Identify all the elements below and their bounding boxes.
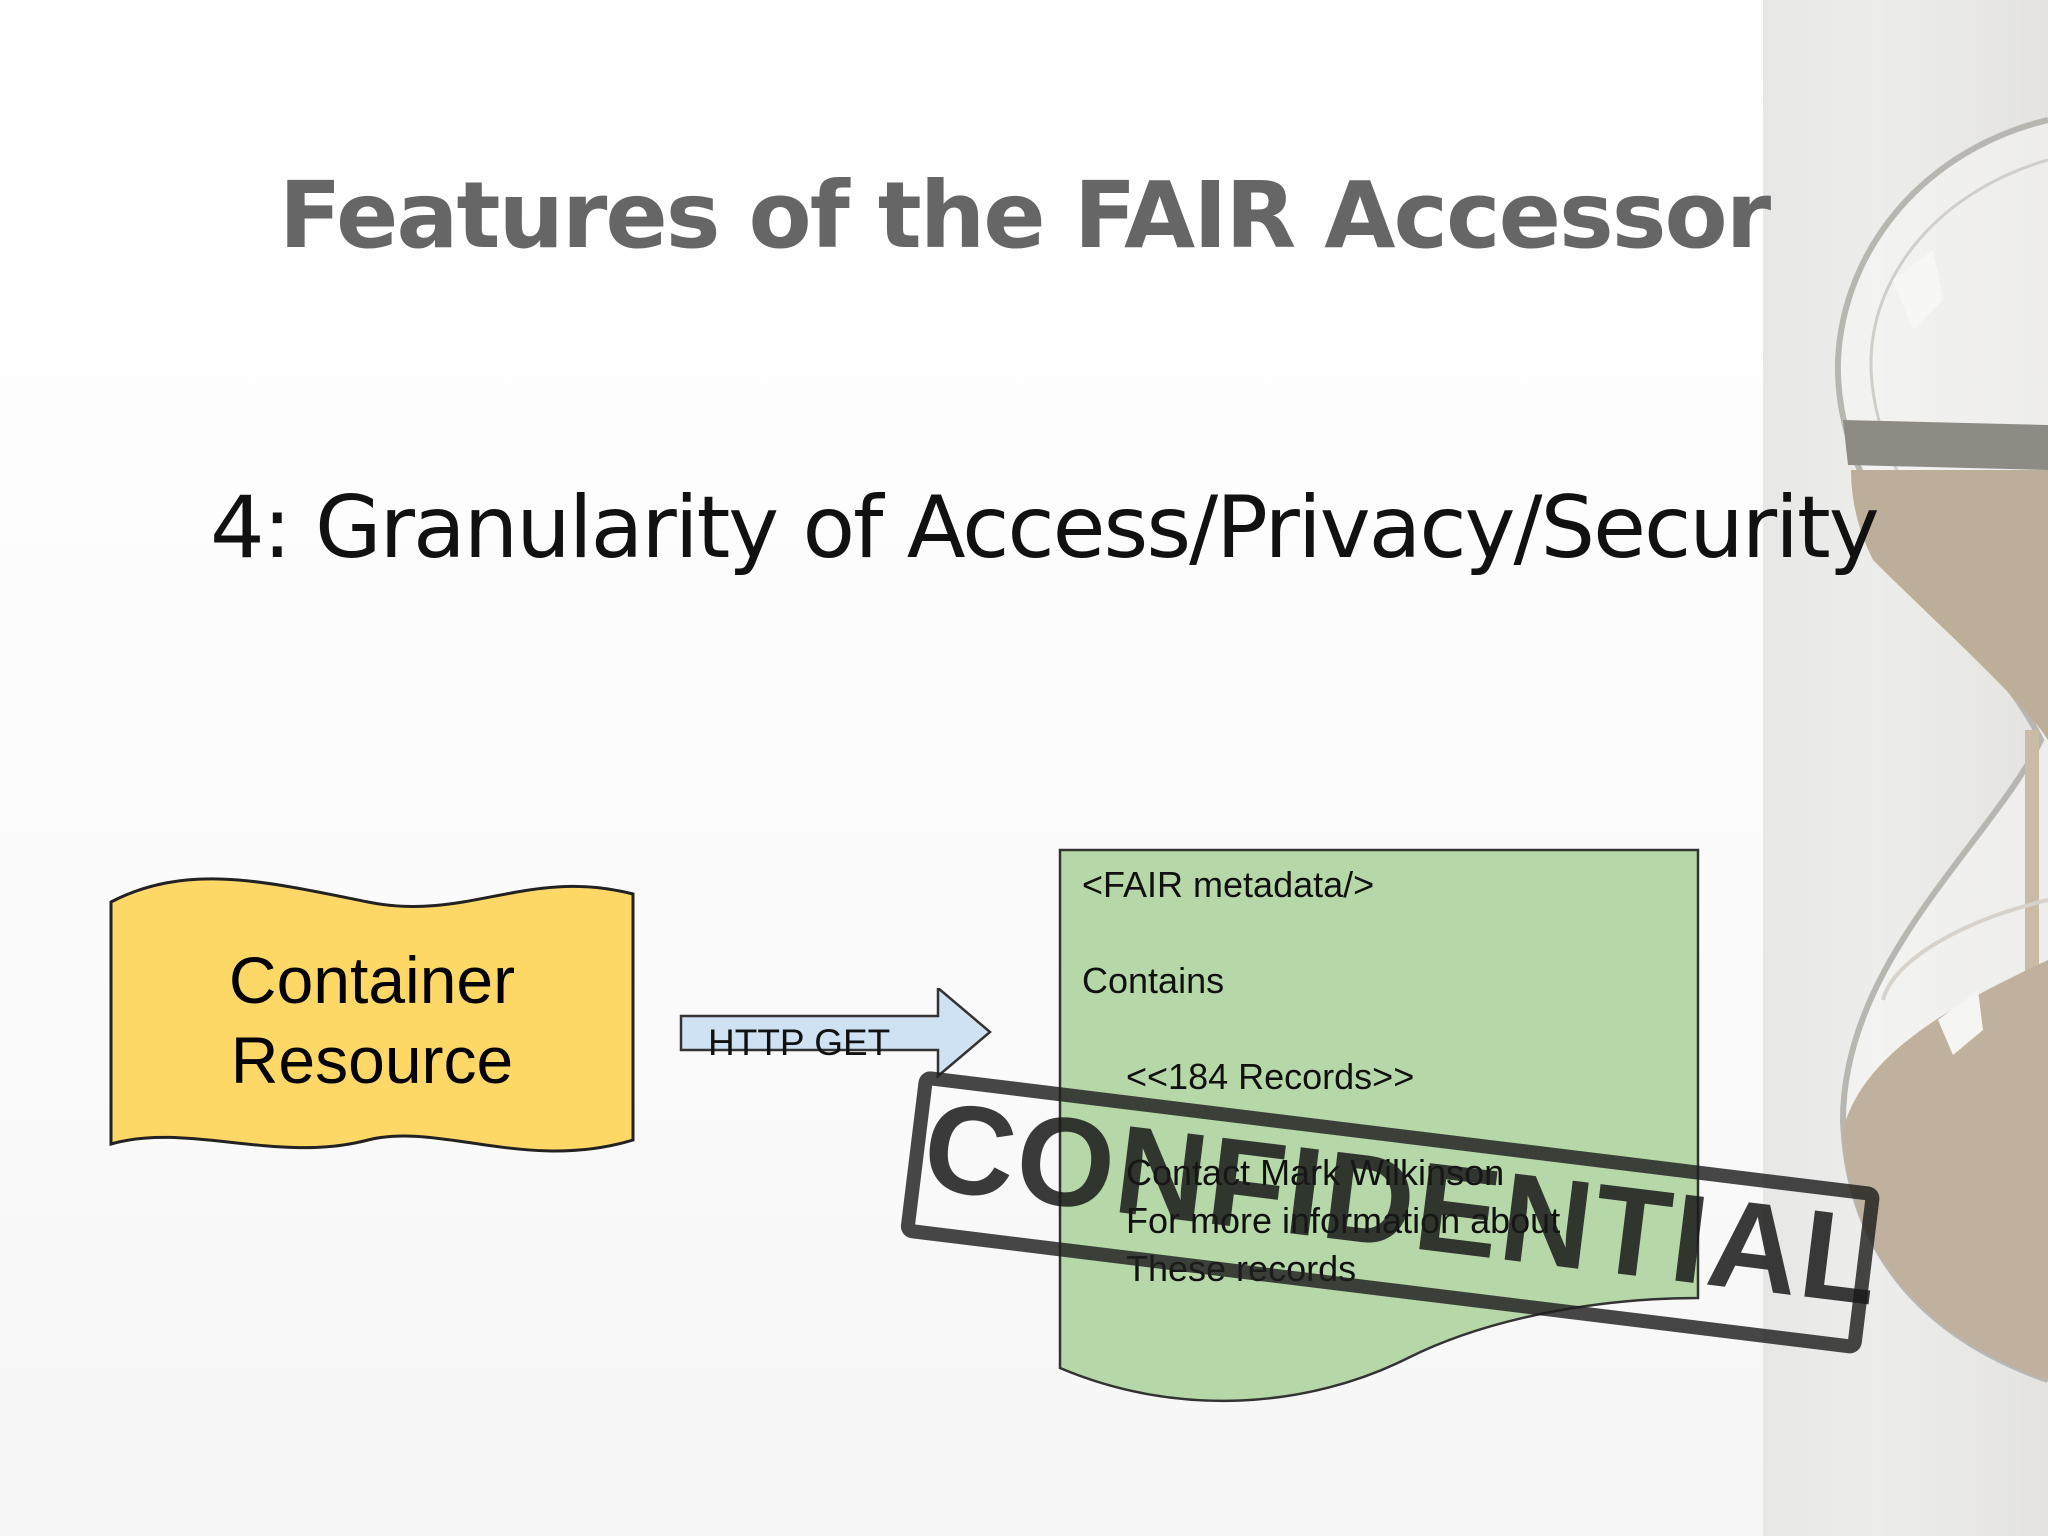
- container-label-line1: Container: [228, 943, 516, 1017]
- document-line-more-info: For more information about: [1126, 1200, 1561, 1241]
- document-line-these-records: These records: [1126, 1248, 1357, 1289]
- slide-title: Features of the FAIR Accessor: [278, 162, 1771, 269]
- document-line-metadata: <FAIR metadata/>: [1082, 864, 1375, 905]
- slide-subtitle: 4: Granularity of Access/Privacy/Securit…: [210, 478, 1880, 578]
- container-label-line2: Resource: [230, 1023, 514, 1097]
- container-resource-label: Container Resource: [112, 940, 632, 1100]
- container-resource-shape: [109, 877, 635, 1153]
- http-get-arrow: [679, 988, 992, 1079]
- metadata-document-shape: [1058, 848, 1700, 1403]
- document-line-contact: Contact Mark Wilkinson: [1126, 1152, 1505, 1193]
- http-get-label: HTTP GET: [708, 1022, 891, 1063]
- document-line-contains: Contains: [1082, 960, 1225, 1001]
- document-line-records: <<184 Records>>: [1126, 1056, 1415, 1097]
- hourglass-image: [1763, 0, 2048, 1536]
